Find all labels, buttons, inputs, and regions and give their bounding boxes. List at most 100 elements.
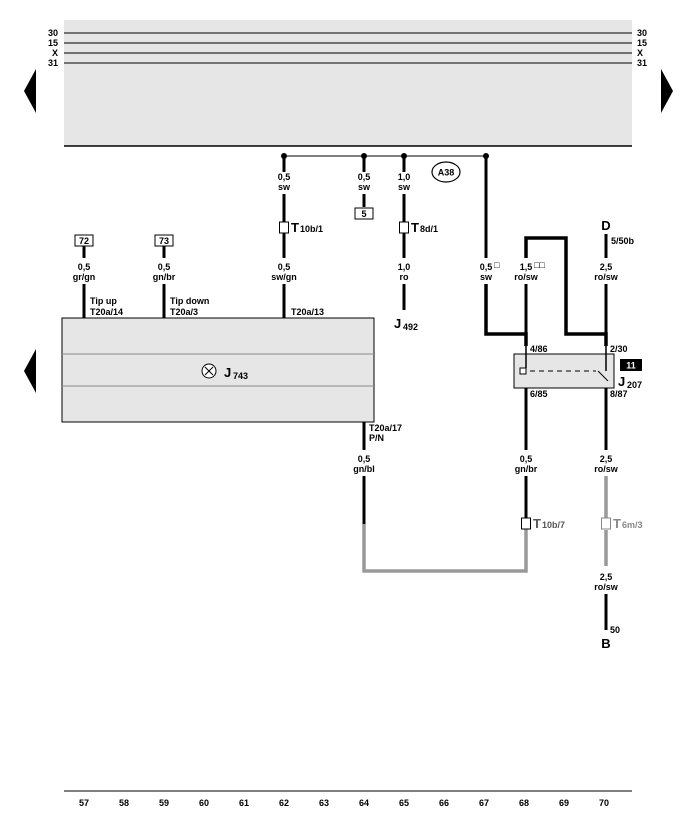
pin-label: 8/87: [610, 389, 628, 399]
wire-size: 1,0: [398, 262, 411, 272]
component-j207-main: J: [618, 374, 625, 389]
wire-color: ro/sw: [594, 582, 619, 592]
terminal-d: D: [601, 218, 610, 233]
grid-number: 58: [119, 798, 129, 808]
wire-size: 0,5: [480, 262, 493, 272]
a38-badge: [431, 161, 461, 183]
a38-label: A38: [438, 168, 455, 178]
wire-size: 0,5: [158, 262, 171, 272]
wire-mark: □□: [534, 260, 545, 270]
grid-number: 60: [199, 798, 209, 808]
bus-label-right: X: [637, 48, 643, 58]
reference-box-dark: [620, 359, 642, 371]
bus-label-right: 30: [637, 28, 647, 38]
wire-size: 0,5: [278, 262, 291, 272]
pin-function: Tip down: [170, 296, 209, 306]
grid-number: 57: [79, 798, 89, 808]
wire-color: ro/sw: [594, 464, 619, 474]
previous-page-arrow-lower[interactable]: [24, 349, 36, 393]
wire-size: 2,5: [600, 454, 613, 464]
wire-color: gn/br: [515, 464, 538, 474]
connector-t10b7-sub: 10b/7: [542, 520, 565, 530]
wire-color: sw: [358, 182, 371, 192]
wire-color: sw/gn: [271, 272, 297, 282]
wire-color: gn/bl: [353, 464, 375, 474]
reference-number: 5: [361, 209, 366, 219]
grid-number: 67: [479, 798, 489, 808]
grid-number: 69: [559, 798, 569, 808]
wire-color: sw: [278, 182, 291, 192]
bus-label-left: X: [52, 48, 58, 58]
wire-color: ro/sw: [594, 272, 619, 282]
pin-function: Tip up: [90, 296, 117, 306]
pin-label: 5/50b: [611, 236, 635, 246]
grid-number: 70: [599, 798, 609, 808]
wire-size: 0,5: [358, 454, 371, 464]
wire-size: 1,0: [398, 172, 411, 182]
wire-color: gr/gn: [73, 272, 96, 282]
wire-size: 0,5: [278, 172, 291, 182]
pin-function: P/N: [369, 433, 384, 443]
connector-t8d1-main: T: [411, 220, 419, 235]
column-grid: 57 58 59 60 61 62 63 64 65 66 67 68 69 70: [79, 798, 609, 808]
pin-label: 2/30: [610, 344, 628, 354]
wire-size: 0,5: [358, 172, 371, 182]
wire-size: 1,5: [520, 262, 533, 272]
wire-color: ro/sw: [514, 272, 539, 282]
connector-t6m3-sub: 6m/3: [622, 520, 643, 530]
reference-number: 11: [626, 361, 636, 371]
grid-number: 63: [319, 798, 329, 808]
bus-label-left: 31: [48, 58, 58, 68]
wire-size: 0,5: [520, 454, 533, 464]
connector-icon: [279, 221, 289, 234]
connector-t10b7-main: T: [533, 516, 541, 531]
grid-number: 59: [159, 798, 169, 808]
pin-label: 6/85: [530, 389, 548, 399]
grid-number: 66: [439, 798, 449, 808]
reference-number: 73: [159, 236, 169, 246]
pin-label: 4/86: [530, 344, 548, 354]
bus-label-right: 15: [637, 38, 647, 48]
grid-number: 68: [519, 798, 529, 808]
grid-number: 61: [239, 798, 249, 808]
connector-t8d1-sub: 8d/1: [420, 224, 438, 234]
wire-size: 0,5: [78, 262, 91, 272]
wire-size: 2,5: [600, 262, 613, 272]
bus-label-right: 31: [637, 58, 647, 68]
connector-icon: [399, 221, 409, 234]
wire-size: 2,5: [600, 572, 613, 582]
wire-color: sw: [480, 272, 493, 282]
connector-t10b1-sub: 10b/1: [300, 224, 323, 234]
component-j492-sub: 492: [403, 322, 418, 332]
wire-mark: □: [494, 260, 500, 270]
connector-t6m3-main: T: [613, 516, 621, 531]
bus-label-left: 30: [48, 28, 58, 38]
previous-page-arrow[interactable]: [24, 69, 36, 113]
wire-color: sw: [398, 182, 411, 192]
next-page-arrow[interactable]: [661, 69, 673, 113]
pin-label: T20a/17: [369, 423, 402, 433]
reference-box: [354, 207, 374, 220]
component-j743-main: J: [224, 365, 231, 380]
grid-number: 62: [279, 798, 289, 808]
terminal-b: B: [601, 636, 610, 651]
grid-number: 64: [359, 798, 369, 808]
reference-number: 72: [79, 236, 89, 246]
wire-color: ro: [400, 272, 410, 282]
component-j492-main: J: [394, 316, 401, 331]
grid-number: 65: [399, 798, 409, 808]
pin-label: 50: [610, 625, 620, 635]
component-j207-sub: 207: [627, 380, 642, 390]
j743-control-unit: [61, 317, 375, 423]
pin-label: T20a/14: [90, 307, 123, 317]
component-j743-sub: 743: [233, 371, 248, 381]
power-bus-panel: [64, 20, 632, 146]
pin-label: T20a/3: [170, 307, 198, 317]
pin-label: T20a/13: [291, 307, 324, 317]
connector-icon: [521, 517, 531, 530]
wire-color: gn/br: [153, 272, 176, 282]
j207-relay: [513, 353, 615, 389]
bus-label-left: 15: [48, 38, 58, 48]
connector-t10b1-main: T: [291, 220, 299, 235]
